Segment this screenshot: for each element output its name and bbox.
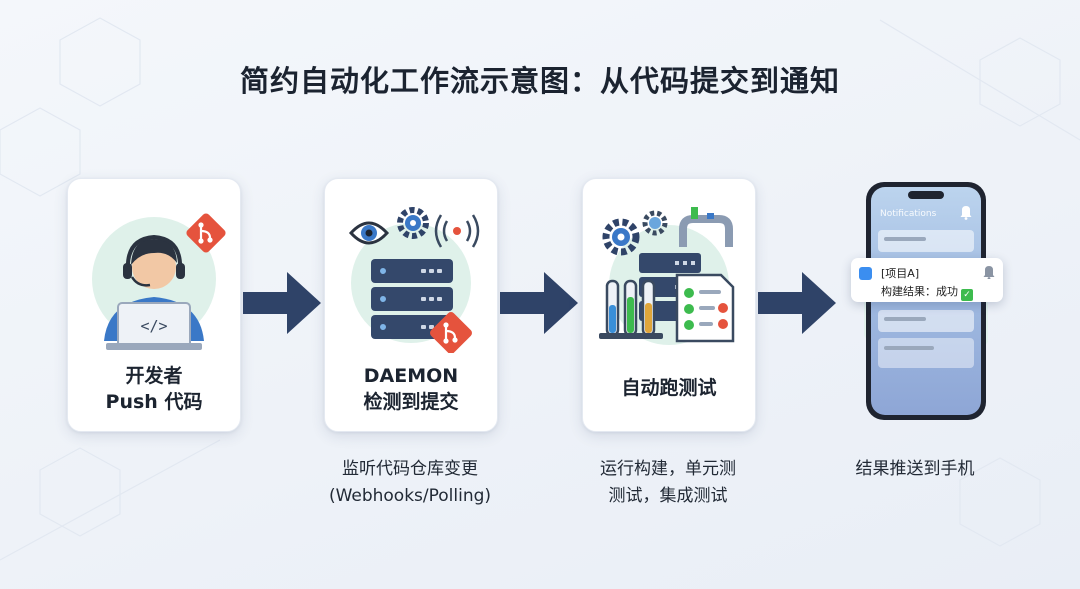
caption-line: (Webhooks/Polling) bbox=[328, 486, 492, 506]
flow-arrow-1 bbox=[243, 272, 321, 334]
gear-icon bbox=[397, 207, 429, 239]
caption-line: 监听代码仓库变更 bbox=[342, 459, 478, 479]
server-icon bbox=[371, 259, 453, 339]
server-monitor-icon bbox=[348, 207, 480, 353]
developer-icon: </> bbox=[92, 213, 226, 350]
caption-daemon: 监听代码仓库变更 (Webhooks/Polling) bbox=[304, 456, 516, 510]
caption-notify: 结果推送到手机 bbox=[820, 456, 1010, 483]
step-card-daemon: DAEMON 检测到提交 bbox=[324, 178, 498, 432]
notification-body: 构建结果：成功✓ bbox=[881, 283, 973, 301]
git-icon bbox=[186, 213, 226, 253]
flow-arrow-3 bbox=[758, 272, 836, 334]
notification-title: [项目A] bbox=[881, 267, 920, 280]
app-icon bbox=[859, 267, 872, 280]
gear-icon bbox=[602, 218, 640, 256]
step-label-line1: DAEMON bbox=[363, 365, 459, 387]
code-glyph: </> bbox=[140, 317, 167, 335]
caption-line: 运行构建，单元测 bbox=[600, 459, 736, 479]
page-title: 简约自动化工作流示意图：从代码提交到通知 bbox=[239, 64, 840, 98]
check-icon: ✓ bbox=[961, 289, 973, 301]
notification-body-text: 构建结果：成功 bbox=[881, 285, 958, 298]
eye-icon bbox=[348, 221, 390, 245]
notification-card[interactable]: [项目A] 构建结果：成功✓ bbox=[851, 258, 1003, 302]
step-card-developer: </> 开发者 Push 代码 bbox=[67, 178, 241, 432]
signal-icon bbox=[434, 214, 480, 248]
caption-line: 结果推送到手机 bbox=[855, 459, 975, 479]
notifications-header: Notifications bbox=[880, 209, 937, 219]
flow-arrow-2 bbox=[500, 272, 578, 334]
test-tube-icon bbox=[599, 279, 663, 339]
bell-icon bbox=[983, 266, 995, 279]
test-lab-icon bbox=[599, 207, 735, 345]
caption-line: 测试，集成测试 bbox=[608, 486, 728, 506]
pipe-icon bbox=[679, 215, 733, 247]
step-label-line1: 开发者 bbox=[125, 365, 183, 387]
step-card-tests: 自动跑测试 bbox=[582, 178, 756, 432]
step-label-line2: 检测到提交 bbox=[363, 391, 459, 413]
gear-icon bbox=[642, 210, 668, 236]
step-label-line1: 自动跑测试 bbox=[621, 377, 717, 399]
step-label-line2: Push 代码 bbox=[105, 391, 203, 413]
caption-tests: 运行构建，单元测 测试，集成测试 bbox=[562, 456, 774, 510]
git-icon bbox=[430, 312, 472, 353]
checklist-icon bbox=[675, 273, 735, 343]
bell-icon bbox=[960, 206, 972, 220]
